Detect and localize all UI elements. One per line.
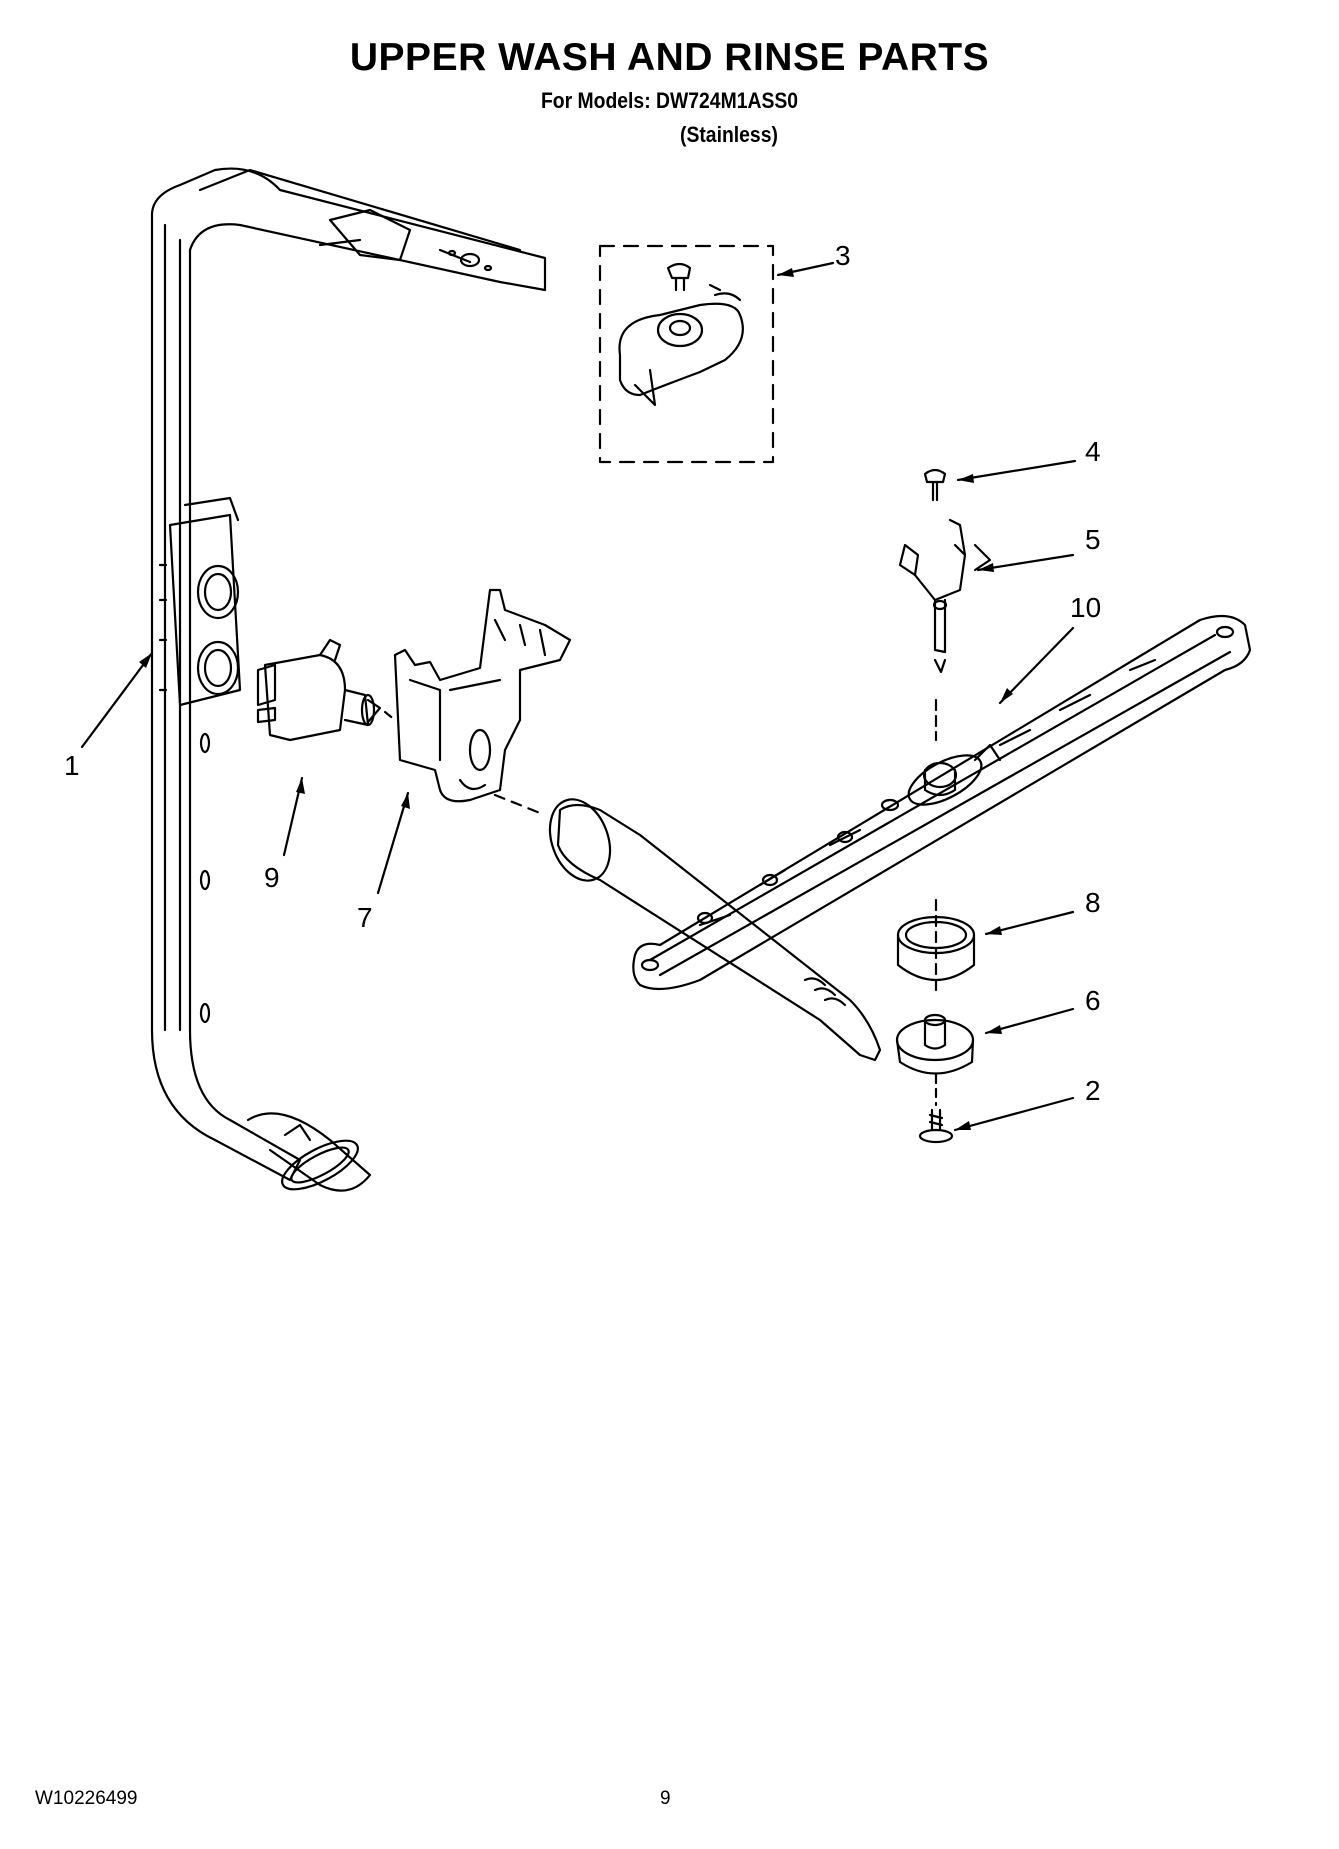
document-number: W10226499 <box>35 1788 138 1809</box>
part-4-screw <box>923 468 947 502</box>
part-6-mount <box>895 1013 975 1075</box>
callout-8: 8 <box>1085 887 1101 918</box>
part-8-seal <box>896 915 976 982</box>
callout-6: 6 <box>1085 985 1101 1016</box>
callout-2: 2 <box>1085 1075 1101 1106</box>
part-3-bearing <box>618 262 744 407</box>
part-7-bracket <box>393 588 572 803</box>
arrowheads <box>139 268 1013 1130</box>
callout-5: 5 <box>1085 524 1101 555</box>
page-number: 9 <box>660 1788 671 1809</box>
part-5-bracket <box>898 518 992 674</box>
page-title: UPPER WASH AND RINSE PARTS <box>349 36 990 79</box>
callout-10: 10 <box>1070 592 1102 623</box>
leader-lines <box>80 261 1077 1132</box>
callout-1: 1 <box>64 750 80 781</box>
callout-3: 3 <box>835 240 851 271</box>
models-line: For Models: DW724M1ASS0 <box>540 88 799 113</box>
part-2-screw <box>918 1108 954 1144</box>
part-1-conduit <box>150 167 547 1192</box>
callout-9: 9 <box>264 862 280 893</box>
callout-4: 4 <box>1085 436 1101 467</box>
variant-label: (Stainless) <box>680 122 778 147</box>
part-3-dashed-box <box>598 244 775 464</box>
callout-7: 7 <box>357 902 373 933</box>
part-9-valve <box>256 638 382 742</box>
part-10-spray-arm <box>548 614 1252 1062</box>
